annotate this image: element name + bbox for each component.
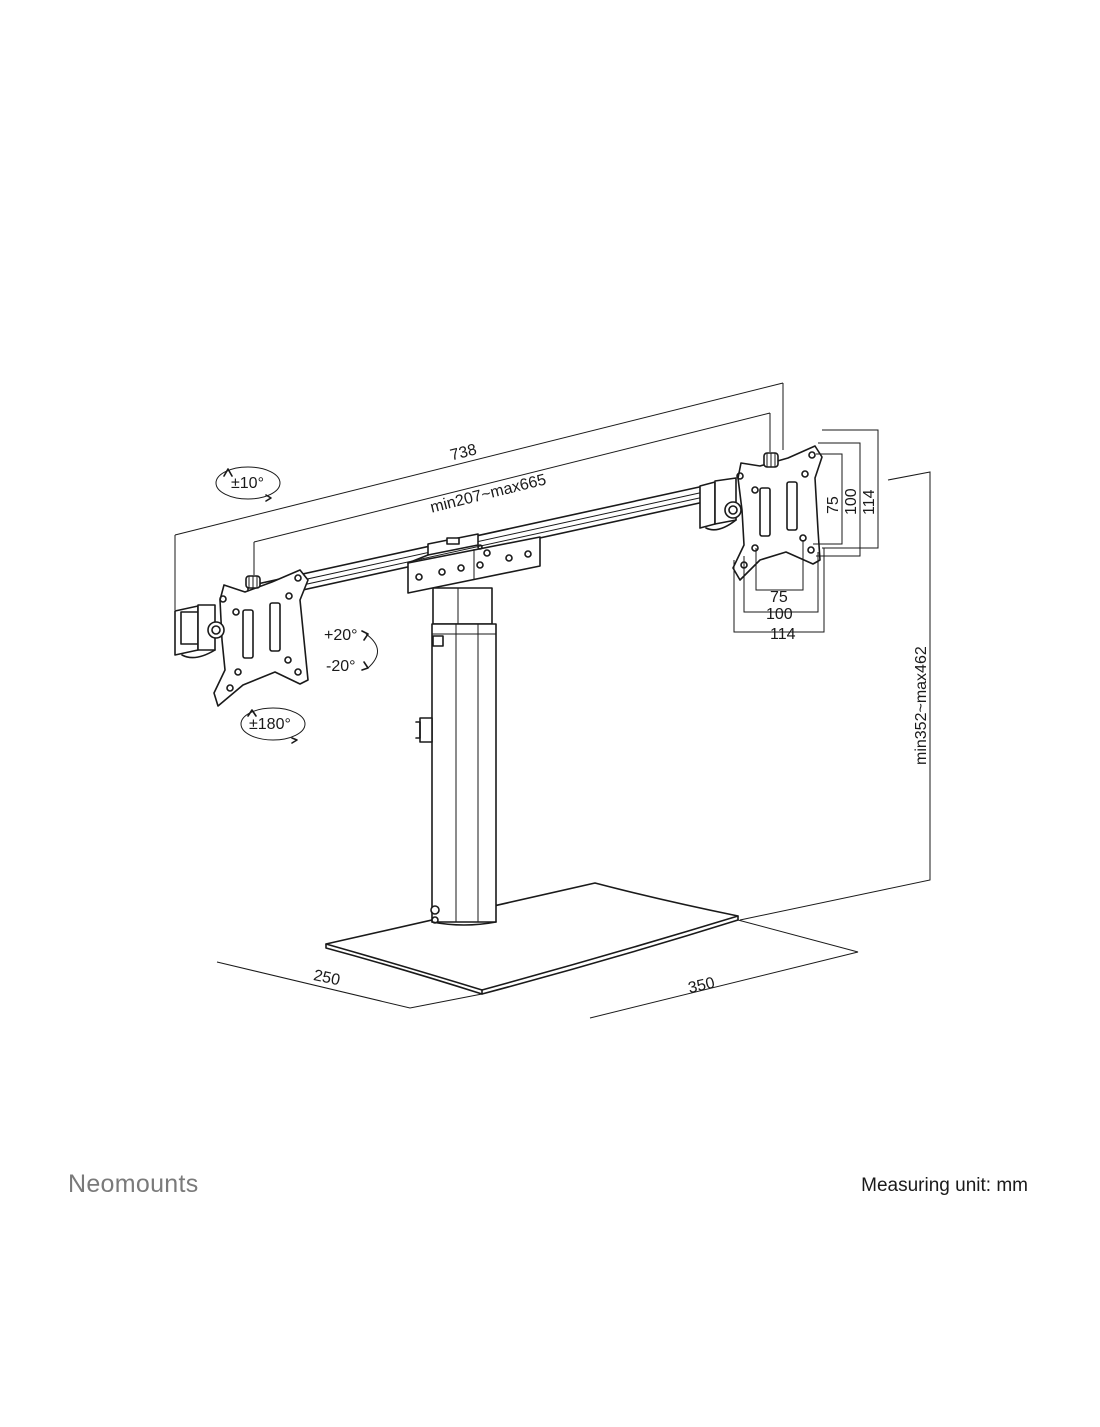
left-vesa-head <box>174 569 309 707</box>
right-vesa-head <box>699 445 823 581</box>
label-base-width: 350 <box>687 975 717 998</box>
angle-indicators <box>215 466 378 744</box>
label-base-depth: 250 <box>312 967 342 989</box>
center-clamp <box>407 533 541 594</box>
dimension-lines <box>174 382 931 1019</box>
label-vesa-114-v: 114 <box>861 489 878 515</box>
label-swivel-plus: +20° <box>324 627 358 644</box>
label-tilt: ±10° <box>231 475 264 492</box>
brand-logo-text: Neomounts <box>68 1170 199 1198</box>
column <box>415 587 497 926</box>
label-height-range: min352~max462 <box>913 646 930 765</box>
label-swivel-minus: -20° <box>326 658 356 675</box>
label-vesa-114-h: 114 <box>770 626 796 643</box>
label-vesa-100-h: 100 <box>766 606 793 623</box>
label-vesa-75-v: 75 <box>825 496 842 514</box>
label-vesa-100-v: 100 <box>843 488 860 515</box>
base-plate <box>325 882 739 995</box>
measuring-unit-note: Measuring unit: mm <box>861 1175 1028 1196</box>
label-total-width: 738 <box>449 441 479 464</box>
label-rotation: ±180° <box>249 716 291 733</box>
label-vesa-75-h: 75 <box>770 589 788 606</box>
